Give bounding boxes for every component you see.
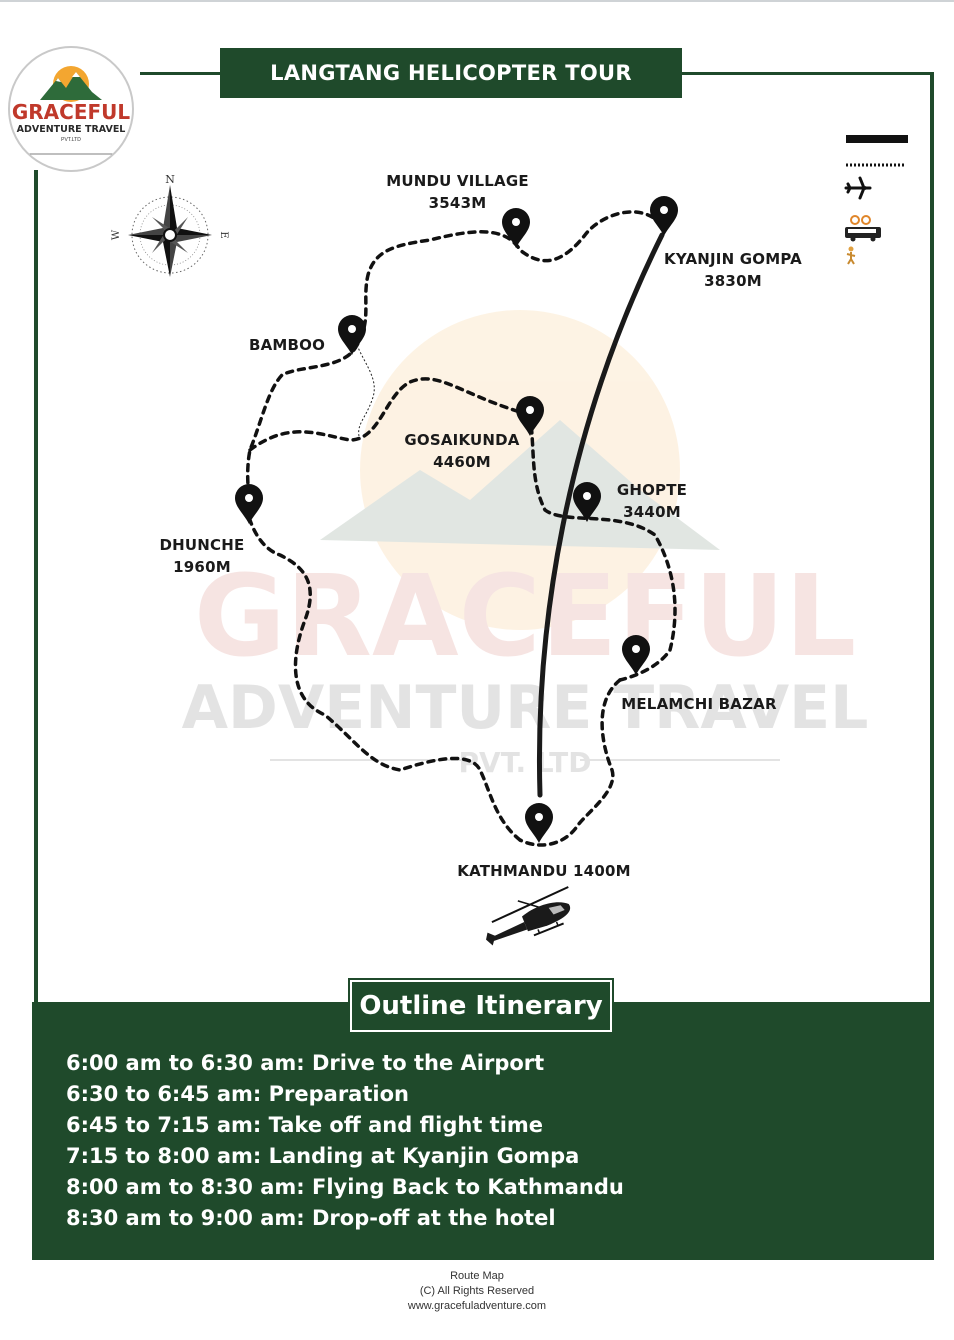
brand-logo: GRACEFUL ADVENTURE TRAVEL PVT.LTD bbox=[8, 46, 134, 172]
trek-routes bbox=[245, 210, 677, 847]
label-kathmandu: KATHMANDU 1400M bbox=[450, 860, 638, 882]
itinerary-item: 6:00 am to 6:30 am: Drive to the Airport bbox=[66, 1051, 545, 1075]
compass-north-label: N bbox=[165, 173, 175, 186]
pin-dhunche-icon bbox=[235, 484, 263, 524]
compass-west-label: W bbox=[111, 229, 122, 240]
route-dhunche-gosaikunda bbox=[248, 377, 532, 452]
pin-gosaikunda-icon bbox=[516, 396, 544, 436]
footer-website[interactable]: www.gracefuladventure.com bbox=[407, 1300, 547, 1312]
compass-east-label: E bbox=[218, 231, 229, 238]
label-dhunche-altitude: 1960M bbox=[173, 558, 231, 576]
trekker-icon bbox=[846, 246, 856, 265]
watermark-suffix: PVT. LTD bbox=[459, 746, 592, 779]
compass-rose-icon: N W E bbox=[111, 173, 229, 277]
itinerary-item: 8:30 am to 9:00 am: Drop-off at the hote… bbox=[66, 1206, 556, 1230]
map-pins bbox=[235, 196, 678, 843]
bus-icon bbox=[845, 215, 881, 242]
itinerary-panel bbox=[32, 1002, 933, 1260]
route-gosaikunda-ghopte bbox=[528, 413, 677, 682]
label-mundu: MUNDU VILLAGE 3543M bbox=[380, 170, 535, 214]
label-kyanjin-name: KYANJIN GOMPA bbox=[664, 250, 802, 268]
label-mundu-altitude: 3543M bbox=[428, 194, 487, 212]
label-kathmandu-name: KATHMANDU 1400M bbox=[457, 862, 631, 880]
footer-copyright: (C) All Rights Reserved bbox=[419, 1285, 535, 1297]
pin-kyanjin-icon bbox=[650, 196, 678, 236]
itinerary-item: 6:30 to 6:45 am: Preparation bbox=[66, 1082, 409, 1106]
legend-solid-line bbox=[846, 135, 908, 143]
label-melamchi: MELAMCHI BAZAR bbox=[618, 693, 780, 715]
route-bamboo-dhunche bbox=[245, 343, 359, 507]
helicopter-icon bbox=[486, 886, 571, 946]
brand-name: GRACEFUL bbox=[11, 100, 131, 124]
route-bamboo-connector bbox=[356, 344, 375, 441]
brand-tagline: ADVENTURE TRAVEL bbox=[16, 124, 126, 135]
route-melamchi-kathmandu bbox=[518, 678, 622, 847]
brand-suffix: PVT.LTD bbox=[61, 137, 81, 143]
pin-mundu-icon bbox=[502, 208, 530, 248]
pin-kathmandu-icon bbox=[525, 803, 553, 843]
label-kyanjin-altitude: 3830M bbox=[704, 272, 762, 290]
pin-melamchi-icon bbox=[622, 635, 650, 675]
itinerary-item: 7:15 to 8:00 am: Landing at Kyanjin Gomp… bbox=[66, 1144, 580, 1168]
page-title: LANGTANG HELICOPTER TOUR bbox=[220, 48, 682, 98]
label-gosaikunda-altitude: 4460M bbox=[433, 453, 491, 471]
helicopter-flight-path bbox=[536, 232, 665, 798]
itinerary-item: 8:00 am to 8:30 am: Flying Back to Kathm… bbox=[66, 1175, 624, 1199]
label-kyanjin: KYANJIN GOMPA 3830M bbox=[660, 248, 806, 292]
footer-route-map: Route Map bbox=[450, 1270, 504, 1282]
label-melamchi-name: MELAMCHI BAZAR bbox=[621, 695, 777, 713]
pin-ghopte-icon bbox=[573, 482, 601, 522]
route-kathmandu-dhunche bbox=[248, 518, 522, 842]
label-ghopte: GHOPTE 3440M bbox=[612, 479, 692, 523]
label-ghopte-altitude: 3440M bbox=[623, 503, 681, 521]
route-map: GRACEFUL ADVENTURE TRAVEL PVT. LTD N W E bbox=[111, 135, 908, 946]
pin-bamboo-icon bbox=[338, 315, 366, 355]
label-gosaikunda: GOSAIKUNDA 4460M bbox=[398, 429, 526, 473]
watermark-tagline: ADVENTURE TRAVEL bbox=[182, 673, 869, 743]
label-gosaikunda-name: GOSAIKUNDA bbox=[404, 431, 520, 449]
itinerary-list: 6:00 am to 6:30 am: Drive to the Airport… bbox=[66, 1048, 624, 1234]
label-dhunche-name: DHUNCHE bbox=[159, 536, 245, 554]
route-kyanjin-mundu bbox=[355, 210, 664, 347]
legend bbox=[844, 135, 908, 265]
itinerary-heading: Outline Itinerary bbox=[348, 978, 614, 1034]
label-mundu-name: MUNDU VILLAGE bbox=[386, 172, 529, 190]
watermark-name: GRACEFUL bbox=[194, 552, 856, 682]
airplane-icon bbox=[844, 176, 872, 200]
label-dhunche: DHUNCHE 1960M bbox=[152, 534, 252, 578]
label-bamboo: BAMBOO bbox=[247, 334, 327, 356]
label-bamboo-name: BAMBOO bbox=[248, 336, 326, 354]
itinerary-item: 6:45 to 7:15 am: Take off and flight tim… bbox=[66, 1113, 544, 1137]
top-rule bbox=[0, 0, 954, 2]
label-ghopte-name: GHOPTE bbox=[616, 481, 688, 499]
